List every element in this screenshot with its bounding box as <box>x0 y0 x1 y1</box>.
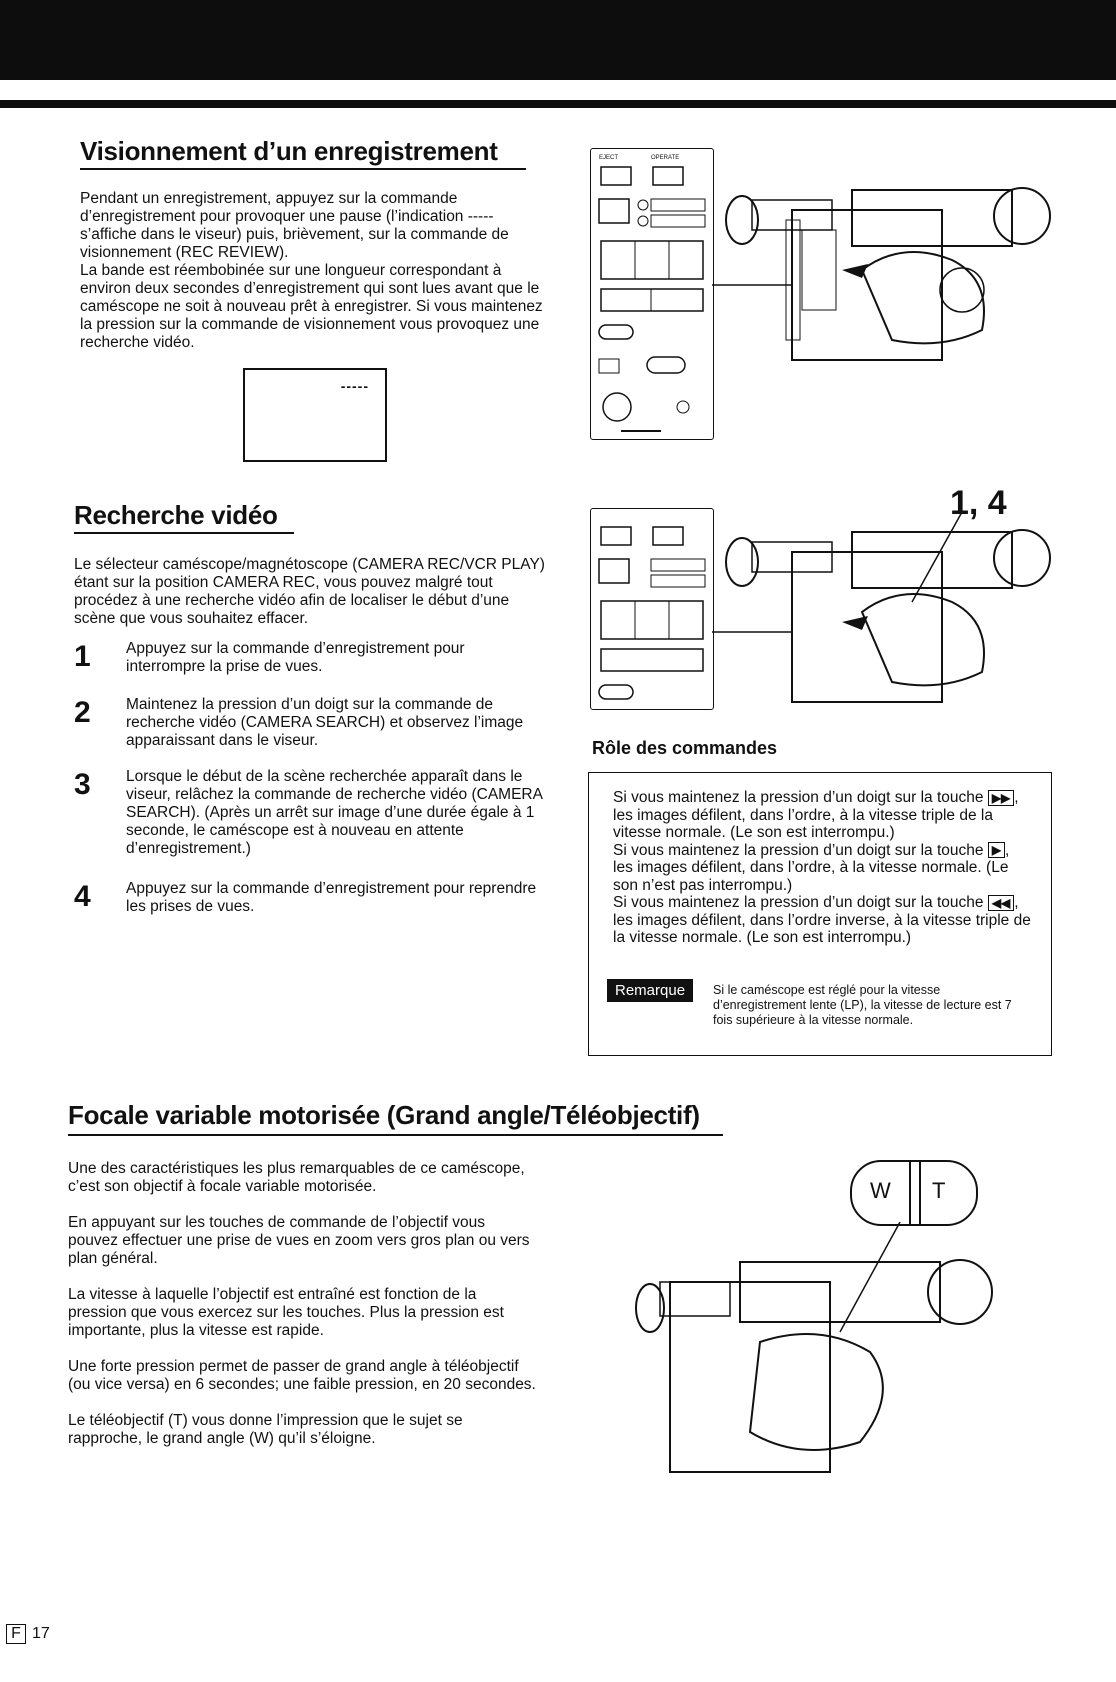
controls-title: Rôle des commandes <box>592 738 778 758</box>
controls-item-1-after: , les images défilent, dans l’ordre, à l… <box>613 789 1019 841</box>
note-badge: Remarque <box>607 979 694 1002</box>
zoom-paragraph-3: La vitesse à laquelle l’objectif est ent… <box>68 1286 504 1339</box>
step-number: 3 <box>74 768 91 801</box>
controls-item-3-after: , les images défilent, dans l’ordre inve… <box>613 894 1031 946</box>
search-intro: Le sélecteur caméscope/magnétoscope (CAM… <box>74 556 545 627</box>
camcorder-illustration-1 <box>712 187 1051 361</box>
label-operate: OPERATE <box>651 155 679 161</box>
playback-text: Pendant un enregistrement, appuyez sur l… <box>80 190 550 352</box>
playback-paragraph-2: La bande est réembobinée sur une longueu… <box>80 262 543 351</box>
rewind-key: ◀◀ <box>987 894 1015 911</box>
heading-playback-underline <box>80 168 526 170</box>
zoom-wt-knob: W T <box>850 1160 978 1226</box>
wide-label: W <box>870 1178 891 1203</box>
control-panel-illustration-2 <box>590 508 714 710</box>
tele-label: T <box>932 1178 946 1203</box>
control-panel-illustration-1: EJECT OPERATE <box>590 148 714 440</box>
heading-search-underline <box>74 532 294 534</box>
header-bar <box>0 0 1116 80</box>
step-text: Appuyez sur la commande d’enregistrement… <box>126 880 537 915</box>
zoom-paragraph-1: Une des caractéristiques les plus remarq… <box>68 1160 525 1195</box>
controls-box: Si vous maintenez la pression d’un doigt… <box>588 772 1052 1056</box>
zoom-paragraph-4: Une forte pression permet de passer de g… <box>68 1358 536 1393</box>
play-key: ▶ <box>987 842 1006 859</box>
camcorder-illustration-2 <box>712 512 1051 703</box>
control-panel-drawing: EJECT OPERATE <box>598 155 706 432</box>
controls-item-1-before: Si vous maintenez la pression d’un doigt… <box>613 789 984 806</box>
header-rule <box>0 100 1116 108</box>
note-text: Si le caméscope est réglé pour la vitess… <box>713 983 1012 1027</box>
heading-zoom-underline <box>68 1134 723 1136</box>
camcorder-illustration-3 <box>635 1222 993 1473</box>
controls-item-2-after: , les images défilent, dans l’ordre, à l… <box>613 841 1010 894</box>
heading-zoom: Focale variable motorisée (Grand angle/T… <box>68 1100 700 1130</box>
step-text: Maintenez la pression d’un doigt sur la … <box>126 696 524 749</box>
zoom-paragraph-5: Le téléobjectif (T) vous donne l’impress… <box>68 1412 463 1447</box>
playback-paragraph-1: Pendant un enregistrement, appuyez sur l… <box>80 190 509 261</box>
controls-item-3-before: Si vous maintenez la pression d’un doigt… <box>613 894 984 911</box>
label-eject: EJECT <box>599 155 618 161</box>
step-text: Appuyez sur la commande d’enregistrement… <box>126 640 465 675</box>
zoom-paragraph-2: En appuyant sur les touches de commande … <box>68 1214 530 1267</box>
page-number: 17 <box>32 1625 50 1642</box>
heading-search: Recherche vidéo <box>74 500 278 530</box>
page-footer: F 17 <box>6 1624 50 1644</box>
heading-playback: Visionnement d’un enregistrement <box>80 136 498 166</box>
viewfinder-indicator: ----- <box>340 378 369 394</box>
viewfinder-illustration: ----- <box>243 368 387 462</box>
step-number: 2 <box>74 696 91 729</box>
fast-forward-key: ▶▶ <box>987 789 1015 806</box>
controls-item-2-before: Si vous maintenez la pression d’un doigt… <box>613 841 984 859</box>
step-number: 4 <box>74 880 91 913</box>
language-code: F <box>6 1624 26 1644</box>
zoom-text: Une des caractéristiques les plus remarq… <box>68 1160 538 1448</box>
knob-separator <box>909 1162 921 1224</box>
control-panel-drawing-2 <box>598 526 706 700</box>
controls-text: Si vous maintenez la pression d’un doigt… <box>613 789 1033 947</box>
step-number: 1 <box>74 640 91 673</box>
step-text: Lorsque le début de la scène recherchée … <box>126 768 543 857</box>
